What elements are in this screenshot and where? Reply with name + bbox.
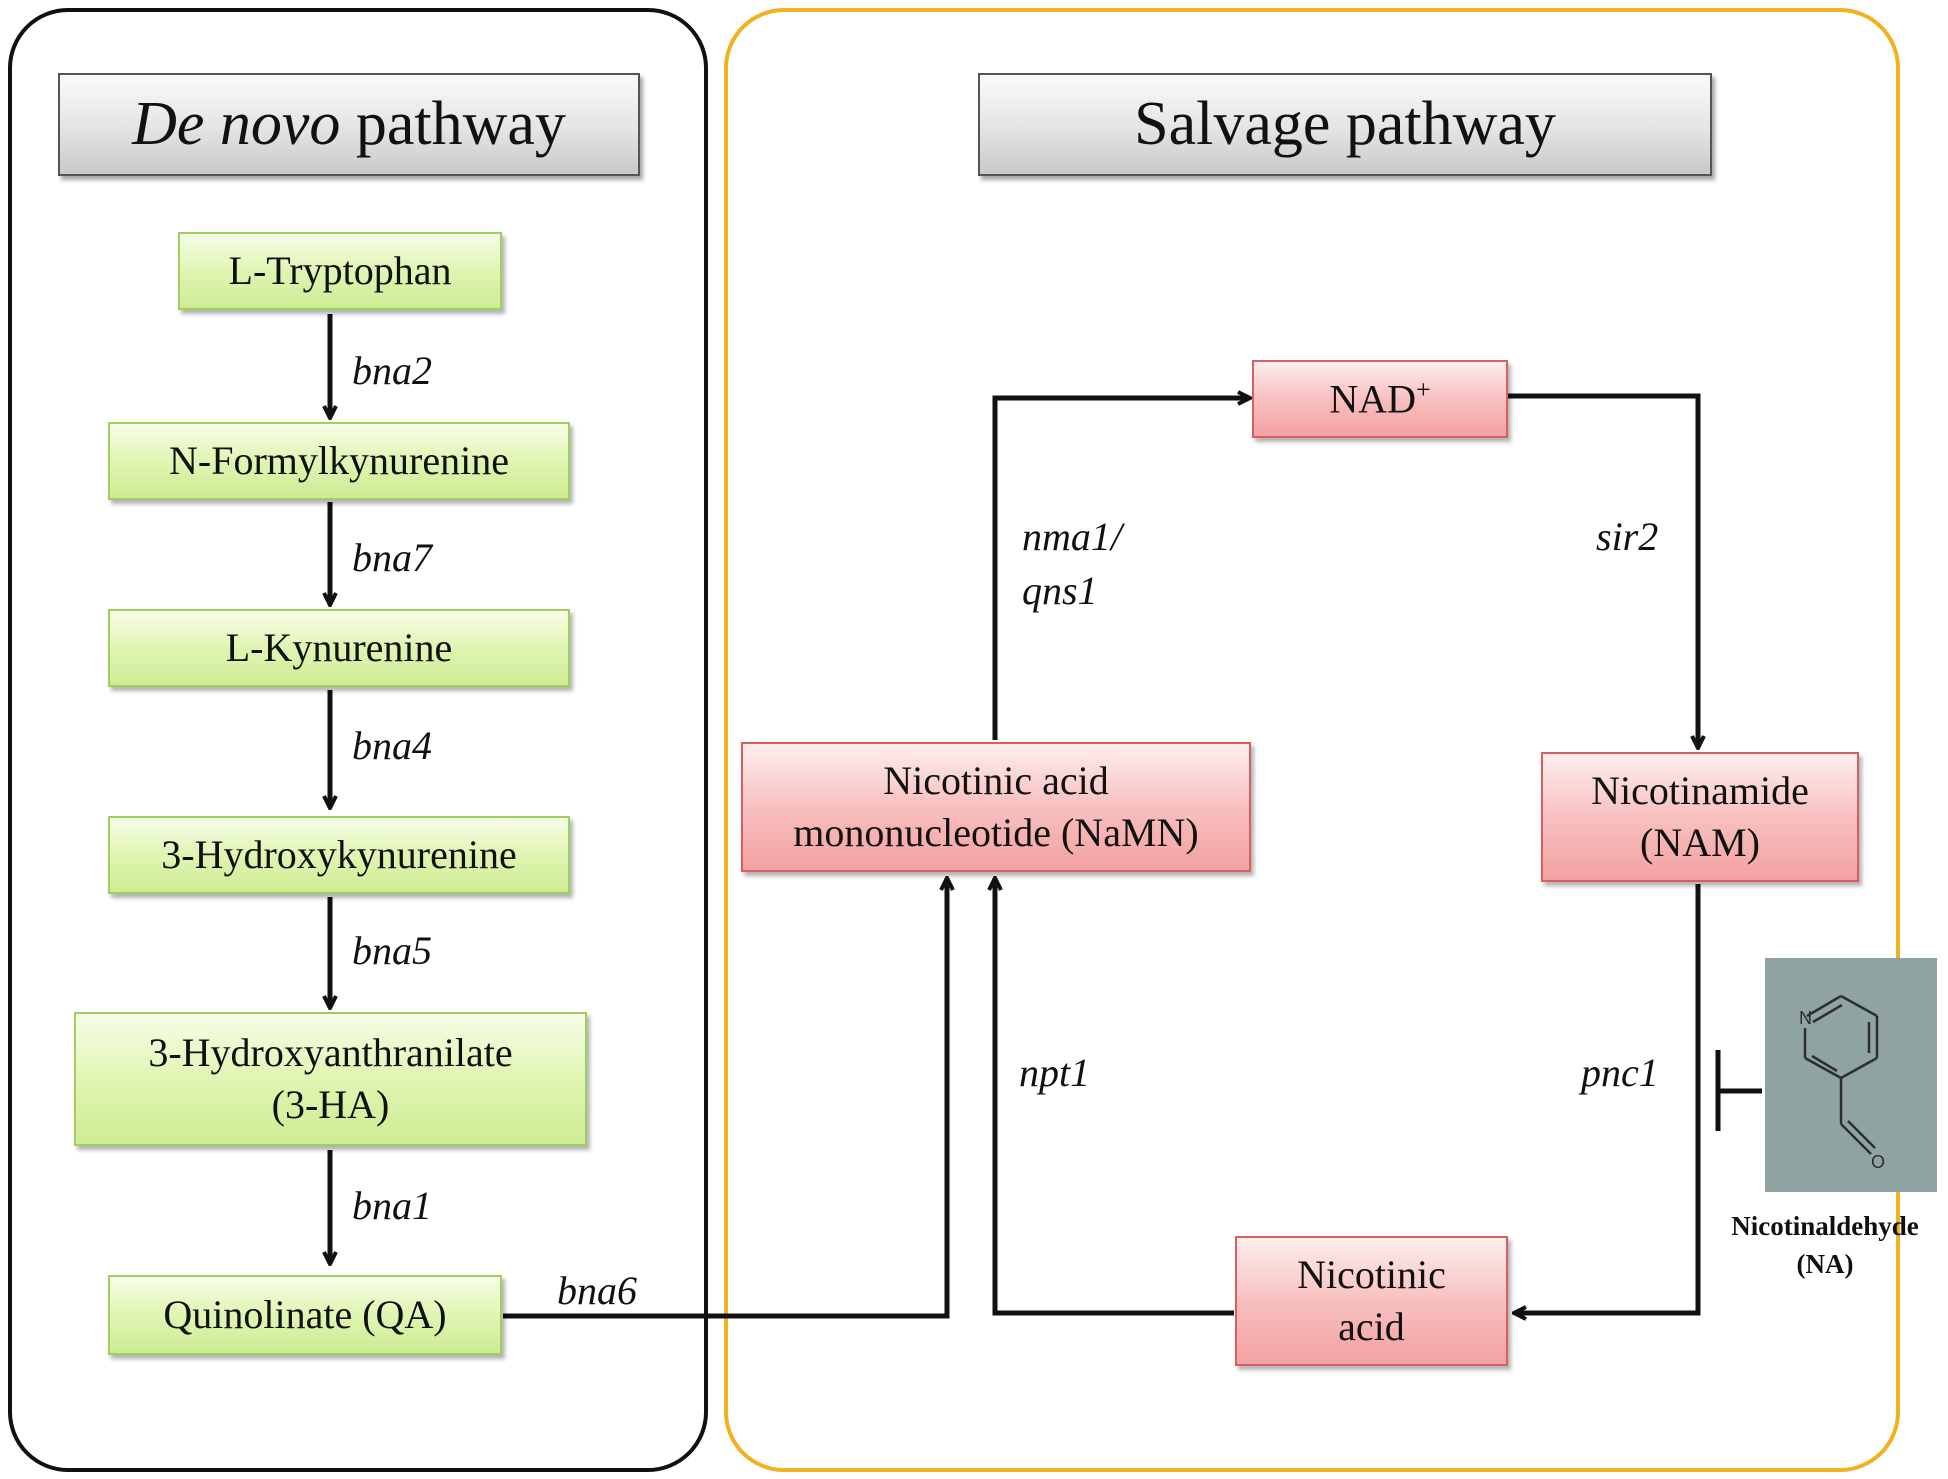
- structure-bonds: [1803, 994, 1879, 1155]
- node-nicotinic-acid-line1: Nicotinic: [1297, 1252, 1446, 1297]
- node-l-kynurenine: L-Kynurenine: [108, 609, 570, 687]
- denovo-panel: [8, 8, 708, 1472]
- enzyme-bna7: bna7: [352, 535, 432, 580]
- nicotinaldehyde-label: Nicotinaldehyde (NA): [1700, 1208, 1948, 1284]
- node-quinolinate: Quinolinate (QA): [108, 1275, 502, 1355]
- arrow-sir2: [1508, 393, 1698, 748]
- salvage-title-text: Salvage pathway: [1134, 90, 1556, 158]
- enzyme-bna2: bna2: [352, 348, 432, 393]
- arrow-npt1: [995, 878, 1234, 1316]
- node-3-hydroxyanthranilate: 3-Hydroxyanthranilate (3-HA): [74, 1012, 587, 1146]
- node-namn: Nicotinic acid mononucleotide (NaMN): [741, 742, 1251, 872]
- node-n-formylkynurenine: N-Formylkynurenine: [108, 422, 570, 500]
- enzyme-bna4: bna4: [352, 723, 432, 768]
- arrow-bna6: [503, 878, 947, 1319]
- node-quinolinate-label: Quinolinate (QA): [163, 1292, 447, 1337]
- enzyme-npt1: npt1: [1019, 1050, 1091, 1095]
- node-3-hydroxykynurenine-label: 3-Hydroxykynurenine: [161, 832, 517, 877]
- node-nicotinic-acid: Nicotinic acid: [1235, 1236, 1508, 1366]
- salvage-panel: [724, 8, 1900, 1472]
- denovo-pathway-title: De novo pathway: [58, 73, 640, 176]
- node-nad-label: NAD: [1329, 376, 1416, 422]
- nicotinaldehyde-structure: N O: [1765, 958, 1937, 1192]
- arrow-nma1-qns1: [992, 398, 1250, 740]
- node-3-ha-line2: (3-HA): [271, 1082, 390, 1127]
- structure-atom-o: O: [1871, 1152, 1885, 1172]
- denovo-title-italic: De novo: [132, 90, 341, 158]
- node-nicotinic-acid-line2: acid: [1338, 1304, 1405, 1349]
- node-namn-line1: Nicotinic acid: [883, 758, 1109, 803]
- node-nam: Nicotinamide (NAM): [1541, 752, 1859, 882]
- salvage-pathway-title: Salvage pathway: [978, 73, 1712, 176]
- structure-atom-n: N: [1799, 1008, 1812, 1028]
- enzyme-bna1: bna1: [352, 1183, 432, 1228]
- node-3-ha-line1: 3-Hydroxyanthranilate: [148, 1030, 513, 1075]
- enzyme-nma1-qns1: nma1/qns1: [1022, 510, 1122, 618]
- enzyme-bna6: bna6: [557, 1268, 637, 1313]
- enzyme-nma1: nma1/: [1022, 514, 1122, 559]
- node-nam-line2: (NAM): [1640, 820, 1760, 865]
- node-3-hydroxykynurenine: 3-Hydroxykynurenine: [108, 816, 570, 894]
- enzyme-bna5: bna5: [352, 928, 432, 973]
- arrow-pnc1: [1514, 884, 1701, 1313]
- node-nam-line1: Nicotinamide: [1591, 768, 1809, 813]
- nicotinaldehyde-name: Nicotinaldehyde: [1731, 1211, 1919, 1241]
- enzyme-sir2: sir2: [1596, 514, 1659, 559]
- node-nad-superscript: +: [1416, 374, 1431, 404]
- node-namn-line2: mononucleotide (NaMN): [793, 810, 1199, 855]
- denovo-title-rest: pathway: [340, 90, 566, 158]
- nicotinaldehyde-abbrev: (NA): [1796, 1248, 1854, 1279]
- enzyme-pnc1: pnc1: [1581, 1050, 1659, 1095]
- node-l-tryptophan: L-Tryptophan: [178, 232, 502, 310]
- node-l-kynurenine-label: L-Kynurenine: [225, 625, 453, 670]
- node-n-formylkynurenine-label: N-Formylkynurenine: [169, 438, 509, 483]
- node-nad: NAD+: [1252, 360, 1508, 438]
- structure-background: [1765, 958, 1937, 1192]
- enzyme-qns1: qns1: [1022, 568, 1098, 613]
- node-l-tryptophan-label: L-Tryptophan: [228, 248, 452, 293]
